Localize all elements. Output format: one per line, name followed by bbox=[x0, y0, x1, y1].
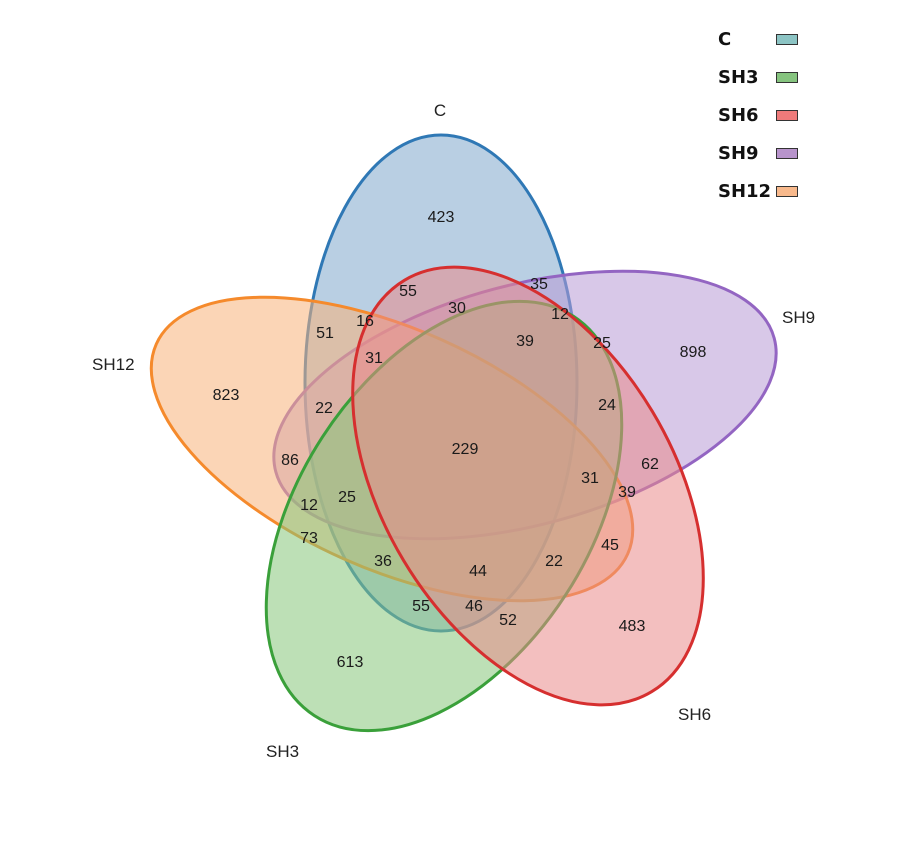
count-sh9-only: 898 bbox=[680, 344, 707, 361]
legend-swatch-sh3 bbox=[776, 71, 798, 83]
count-center: 229 bbox=[452, 441, 479, 458]
count-region: 44 bbox=[469, 563, 487, 580]
count-region: 39 bbox=[516, 333, 534, 350]
count-region: 22 bbox=[315, 400, 333, 417]
count-region: 24 bbox=[598, 397, 616, 414]
count-region: 62 bbox=[641, 456, 659, 473]
set-label-sh9: SH9 bbox=[782, 308, 815, 327]
legend-item-sh6: SH6 bbox=[718, 96, 798, 134]
set-label-sh6: SH6 bbox=[678, 705, 711, 724]
count-region: 35 bbox=[530, 276, 548, 293]
legend-swatch-sh6 bbox=[776, 109, 798, 121]
count-region: 12 bbox=[551, 306, 569, 323]
count-c-only: 423 bbox=[428, 209, 455, 226]
count-region: 86 bbox=[281, 452, 299, 469]
count-region: 45 bbox=[601, 537, 619, 554]
legend-label: SH3 bbox=[718, 66, 759, 88]
count-region: 36 bbox=[374, 553, 392, 570]
legend-label: SH12 bbox=[718, 180, 772, 202]
count-region: 25 bbox=[338, 489, 356, 506]
count-sh12-only: 823 bbox=[213, 387, 240, 404]
set-label-c: C bbox=[434, 101, 446, 120]
legend-swatch-sh9 bbox=[776, 147, 798, 159]
count-region: 55 bbox=[412, 598, 430, 615]
legend-label: SH9 bbox=[718, 142, 759, 164]
legend-item-sh9: SH9 bbox=[718, 134, 798, 172]
count-region: 31 bbox=[581, 470, 599, 487]
legend-swatch-c bbox=[776, 33, 798, 45]
count-region: 12 bbox=[300, 497, 318, 514]
legend-label: SH6 bbox=[718, 104, 759, 126]
count-region: 22 bbox=[545, 553, 563, 570]
count-region: 73 bbox=[300, 530, 318, 547]
ellipse-sh6 bbox=[351, 265, 705, 707]
legend-item-sh12: SH12 bbox=[718, 172, 798, 210]
count-region: 31 bbox=[365, 350, 383, 367]
count-sh6-only: 483 bbox=[619, 618, 646, 635]
venn-ellipses bbox=[149, 133, 778, 733]
count-region: 25 bbox=[593, 335, 611, 352]
count-region: 30 bbox=[448, 300, 466, 317]
count-region: 39 bbox=[618, 484, 636, 501]
count-region: 52 bbox=[499, 612, 517, 629]
set-label-sh12: SH12 bbox=[92, 355, 135, 374]
set-label-sh3: SH3 bbox=[266, 742, 299, 761]
count-sh3-only: 613 bbox=[337, 654, 364, 671]
legend-item-sh3: SH3 bbox=[718, 58, 798, 96]
legend-swatch-sh12 bbox=[776, 185, 798, 197]
count-region: 46 bbox=[465, 598, 483, 615]
count-region: 55 bbox=[399, 283, 417, 300]
count-region: 16 bbox=[356, 313, 374, 330]
legend: C SH3 SH6 SH9 SH12 bbox=[718, 20, 798, 210]
legend-label: C bbox=[718, 28, 732, 50]
legend-item-c: C bbox=[718, 20, 798, 58]
count-region: 51 bbox=[316, 325, 334, 342]
